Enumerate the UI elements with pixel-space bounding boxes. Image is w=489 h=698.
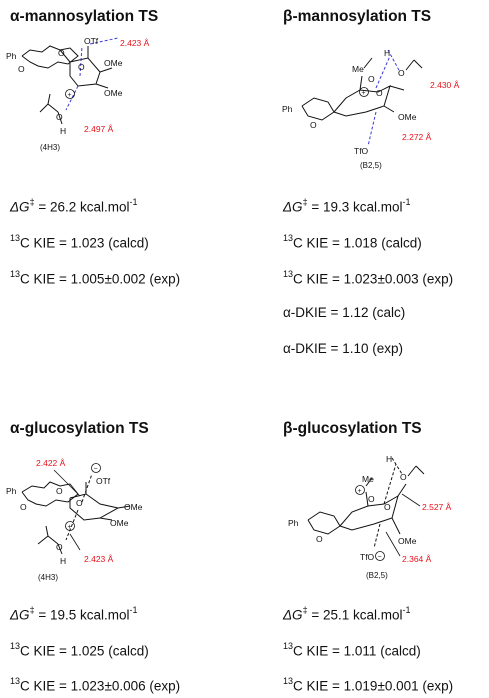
methoxy-label: OMe [124,502,143,512]
svg-text:+: + [68,92,72,99]
methyl-label: Me [352,64,364,74]
oxygen-label: O [58,48,65,58]
hydrogen-label: H [60,556,66,566]
ring-oxygen-label: O [384,502,391,512]
alpha-mannosylation-line: 13C KIE = 1.005±0.002 (exp) [10,269,181,287]
alpha-glucosylation-line: 13C KIE = 1.025 (calcd) [10,641,149,659]
oxygen-label: O [310,120,317,130]
bond-distance-label: 2.364 Å [402,554,432,564]
triflate-label: TfO [354,146,369,156]
hydrogen-label: H [384,48,390,58]
alpha-mannosylation-line: 13C KIE = 1.023 (calcd) [10,233,149,251]
beta-glucosylation-title: β-glucosylation TS [283,420,422,437]
phenyl-label: Ph [282,104,293,114]
nucleophile-oxygen-label: O [398,68,405,78]
methoxy-label: OMe [398,536,417,546]
bond-distance-label: 2.422 Å [36,458,66,468]
bond-distance-label: 2.423 Å [120,38,150,48]
beta-mannosylation-line: 13C KIE = 1.018 (calcd) [283,233,422,251]
oxygen-label: O [20,502,27,512]
beta-mannosylation-title: β-mannosylation TS [283,8,432,25]
bond-distance-label: 2.272 Å [402,132,432,142]
beta-mannosylation-line: α-DKIE = 1.12 (calc) [283,305,406,320]
phenyl-label: Ph [288,518,299,528]
svg-text:−: − [378,554,382,561]
bond-distance-label: 2.527 Å [422,502,452,512]
phenyl-label: Ph [6,51,17,61]
beta-mannosylation-line: 13C KIE = 1.023±0.003 (exp) [283,269,454,287]
methoxy-label: OMe [398,112,417,122]
bond-distance-label: 2.423 Å [84,554,114,564]
beta-mannosylation-line: ΔG‡ = 19.3 kcal.mol-1 [283,197,411,215]
alpha-mannosylation-line: ΔG‡ = 26.2 kcal.mol-1 [10,197,138,215]
beta-glucosylation-line: 13C KIE = 1.011 (calcd) [283,641,421,659]
conformation-label: (B2,5) [360,161,382,170]
alpha-glucosylation-title: α-glucosylation TS [10,420,149,437]
ring-oxygen-label: O [376,88,383,98]
phenyl-label: Ph [6,486,17,496]
methyl-label: Me [362,474,374,484]
triflate-label: TfO [360,552,375,562]
methoxy-label: OMe [104,88,123,98]
triflate-label: OTf [96,476,111,486]
alpha-glucosylation-structure: + − Ph O O O OTf OMe OMe O H 2.422 Å 2.4… [6,458,143,582]
oxygen-label: O [368,74,375,84]
bond-distance-label: 2.497 Å [84,124,114,134]
conformation-label: (4H3) [38,573,58,582]
hydrogen-label: H [386,454,392,464]
alpha-mannosylation-title: α-mannosylation TS [10,8,159,25]
beta-mannosylation-structure: + Me O H O O O Ph OMe TfO 2.430 Å 2.272 … [282,48,460,170]
oxygen-label: O [316,534,323,544]
nucleophile-oxygen-label: O [400,472,407,482]
alpha-mannosylation-structure: + Ph O O O OTf OMe OMe O H 2.423 Å 2.497… [6,36,150,152]
conformation-label: (B2,5) [366,571,388,580]
beta-mannosylation-line: α-DKIE = 1.10 (exp) [283,341,403,356]
conformation-label: (4H3) [40,143,60,152]
triflate-label: OTf [84,36,99,46]
bond-distance-label: 2.430 Å [430,80,460,90]
alpha-glucosylation-line: ΔG‡ = 19.5 kcal.mol-1 [10,605,138,623]
beta-glucosylation-line: 13C KIE = 1.019±0.001 (exp) [283,676,454,694]
methoxy-label: OMe [110,518,129,528]
svg-text:−: − [94,466,98,473]
beta-glucosylation-line: ΔG‡ = 25.1 kcal.mol-1 [283,605,411,623]
oxygen-label: O [56,486,63,496]
hydrogen-label: H [60,126,66,136]
oxygen-label: O [368,494,375,504]
methoxy-label: OMe [104,58,123,68]
nucleophile-oxygen-label: O [56,112,63,122]
nucleophile-oxygen-label: O [56,542,63,552]
svg-text:+: + [358,488,362,495]
oxygen-label: O [18,64,25,74]
svg-text:+: + [68,524,72,531]
alpha-glucosylation-line: 13C KIE = 1.023±0.006 (exp) [10,676,181,694]
beta-glucosylation-structure: + − Me O H O O O Ph OMe TfO 2.527 Å 2.36… [288,454,452,580]
svg-text:+: + [362,90,366,97]
ring-oxygen-label: O [76,498,83,508]
ring-oxygen-label: O [78,62,85,72]
